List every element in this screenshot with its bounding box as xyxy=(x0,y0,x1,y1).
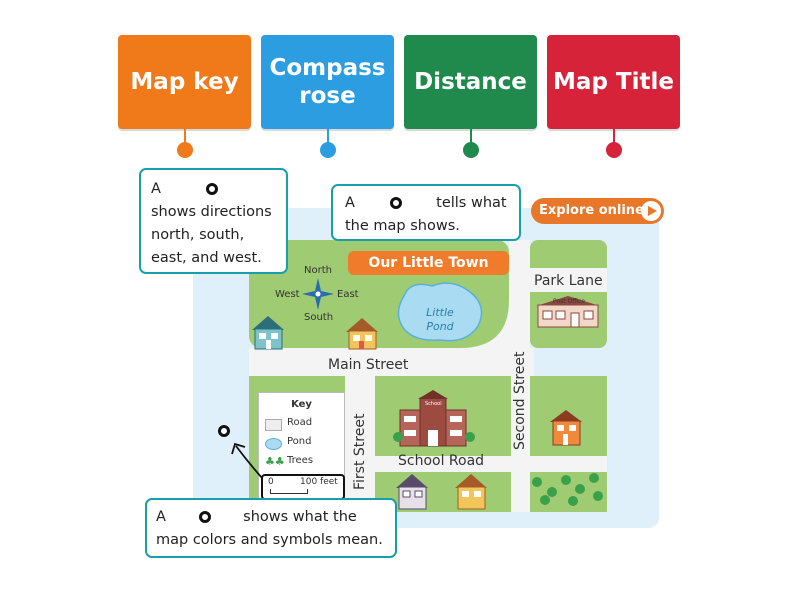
compass-north-label: North xyxy=(304,265,332,276)
callout-compass-prefix: A xyxy=(151,181,161,197)
tile-map-title[interactable]: Map Title xyxy=(547,35,680,129)
tile-drag-handle[interactable] xyxy=(463,142,479,158)
post-office-sign: Post Office xyxy=(553,298,585,305)
house-icon xyxy=(455,474,487,510)
school-building xyxy=(399,390,467,447)
tile-drag-handle[interactable] xyxy=(177,142,193,158)
compass-east-label: East xyxy=(337,289,359,300)
key-trees-label: Trees xyxy=(287,455,314,466)
school-sign: School xyxy=(425,401,442,407)
road-school-road xyxy=(375,456,607,472)
drop-target-compass-rose[interactable] xyxy=(205,183,218,195)
road-park-lane xyxy=(530,268,607,292)
scale-start-label: 0 xyxy=(268,477,274,487)
scale-end-label: 100 feet xyxy=(300,477,338,487)
house-icon xyxy=(396,474,428,510)
drop-target-map-key[interactable] xyxy=(198,511,211,523)
pond-label: Little Pond xyxy=(426,306,454,333)
compass-rose-icon xyxy=(302,278,334,310)
tile-connector xyxy=(470,129,472,143)
tile-compass-rose-label: Compass rose xyxy=(269,55,386,109)
key-title: Key xyxy=(291,399,312,410)
callout-map-key: A shows what the map colors and symbols … xyxy=(145,498,397,558)
play-icon xyxy=(641,201,661,221)
explore-online-button[interactable]: Explore online. xyxy=(531,198,664,224)
house-icon xyxy=(346,318,378,350)
road-first-street xyxy=(345,348,375,512)
callout-map-title: A tells what the map shows. xyxy=(331,184,521,241)
tile-distance[interactable]: Distance xyxy=(404,35,537,129)
drop-target-distance[interactable] xyxy=(218,425,230,437)
first-street-label: First Street xyxy=(352,413,368,490)
drop-target-map-title[interactable] xyxy=(389,197,402,209)
callout-title-prefix: A xyxy=(345,195,355,211)
school-road-label: School Road xyxy=(398,453,485,469)
grass-block-northeast xyxy=(530,240,607,348)
trees-swatch-icon: ♣♣ xyxy=(265,455,285,468)
grass-block-south xyxy=(375,472,511,512)
second-street-label: Second Street xyxy=(512,351,528,450)
tile-map-key-label: Map key xyxy=(130,69,239,95)
post-office-building xyxy=(536,296,600,328)
tile-distance-label: Distance xyxy=(414,69,527,95)
tile-map-key[interactable]: Map key xyxy=(118,35,251,129)
callout-compass-text: shows directions north, south, east, and… xyxy=(151,204,272,266)
pond-icon xyxy=(397,282,483,342)
house-icon xyxy=(252,316,284,350)
callout-key-text: shows what the map colors and symbols me… xyxy=(156,509,383,548)
road-swatch xyxy=(265,419,282,431)
pond-swatch-icon xyxy=(265,438,282,450)
key-road-label: Road xyxy=(287,417,313,428)
tile-drag-handle[interactable] xyxy=(606,142,622,158)
compass-south-label: South xyxy=(304,312,334,323)
tile-compass-rose[interactable]: Compass rose xyxy=(261,35,394,129)
park-lane-label: Park Lane xyxy=(534,273,603,289)
callout-compass-rose: A shows directions north, south, east, a… xyxy=(139,168,288,274)
tile-connector xyxy=(184,129,186,143)
trees-icon xyxy=(393,432,603,506)
scale-box[interactable]: 0 100 feet xyxy=(261,474,345,500)
tile-map-title-label: Map Title xyxy=(553,69,674,95)
tile-connector xyxy=(327,129,329,143)
callout-key-prefix: A xyxy=(156,509,166,525)
tile-connector xyxy=(613,129,615,143)
house-icon xyxy=(550,410,582,446)
tile-drag-handle[interactable] xyxy=(320,142,336,158)
map-title: Our Little Town xyxy=(348,251,509,275)
key-pond-label: Pond xyxy=(287,436,312,447)
main-street-label: Main Street xyxy=(328,357,409,373)
explore-online-label: Explore online. xyxy=(539,203,649,218)
callout-title-text: tells what the map shows. xyxy=(345,195,507,234)
scale-bar xyxy=(270,489,308,494)
compass-west-label: West xyxy=(275,289,300,300)
